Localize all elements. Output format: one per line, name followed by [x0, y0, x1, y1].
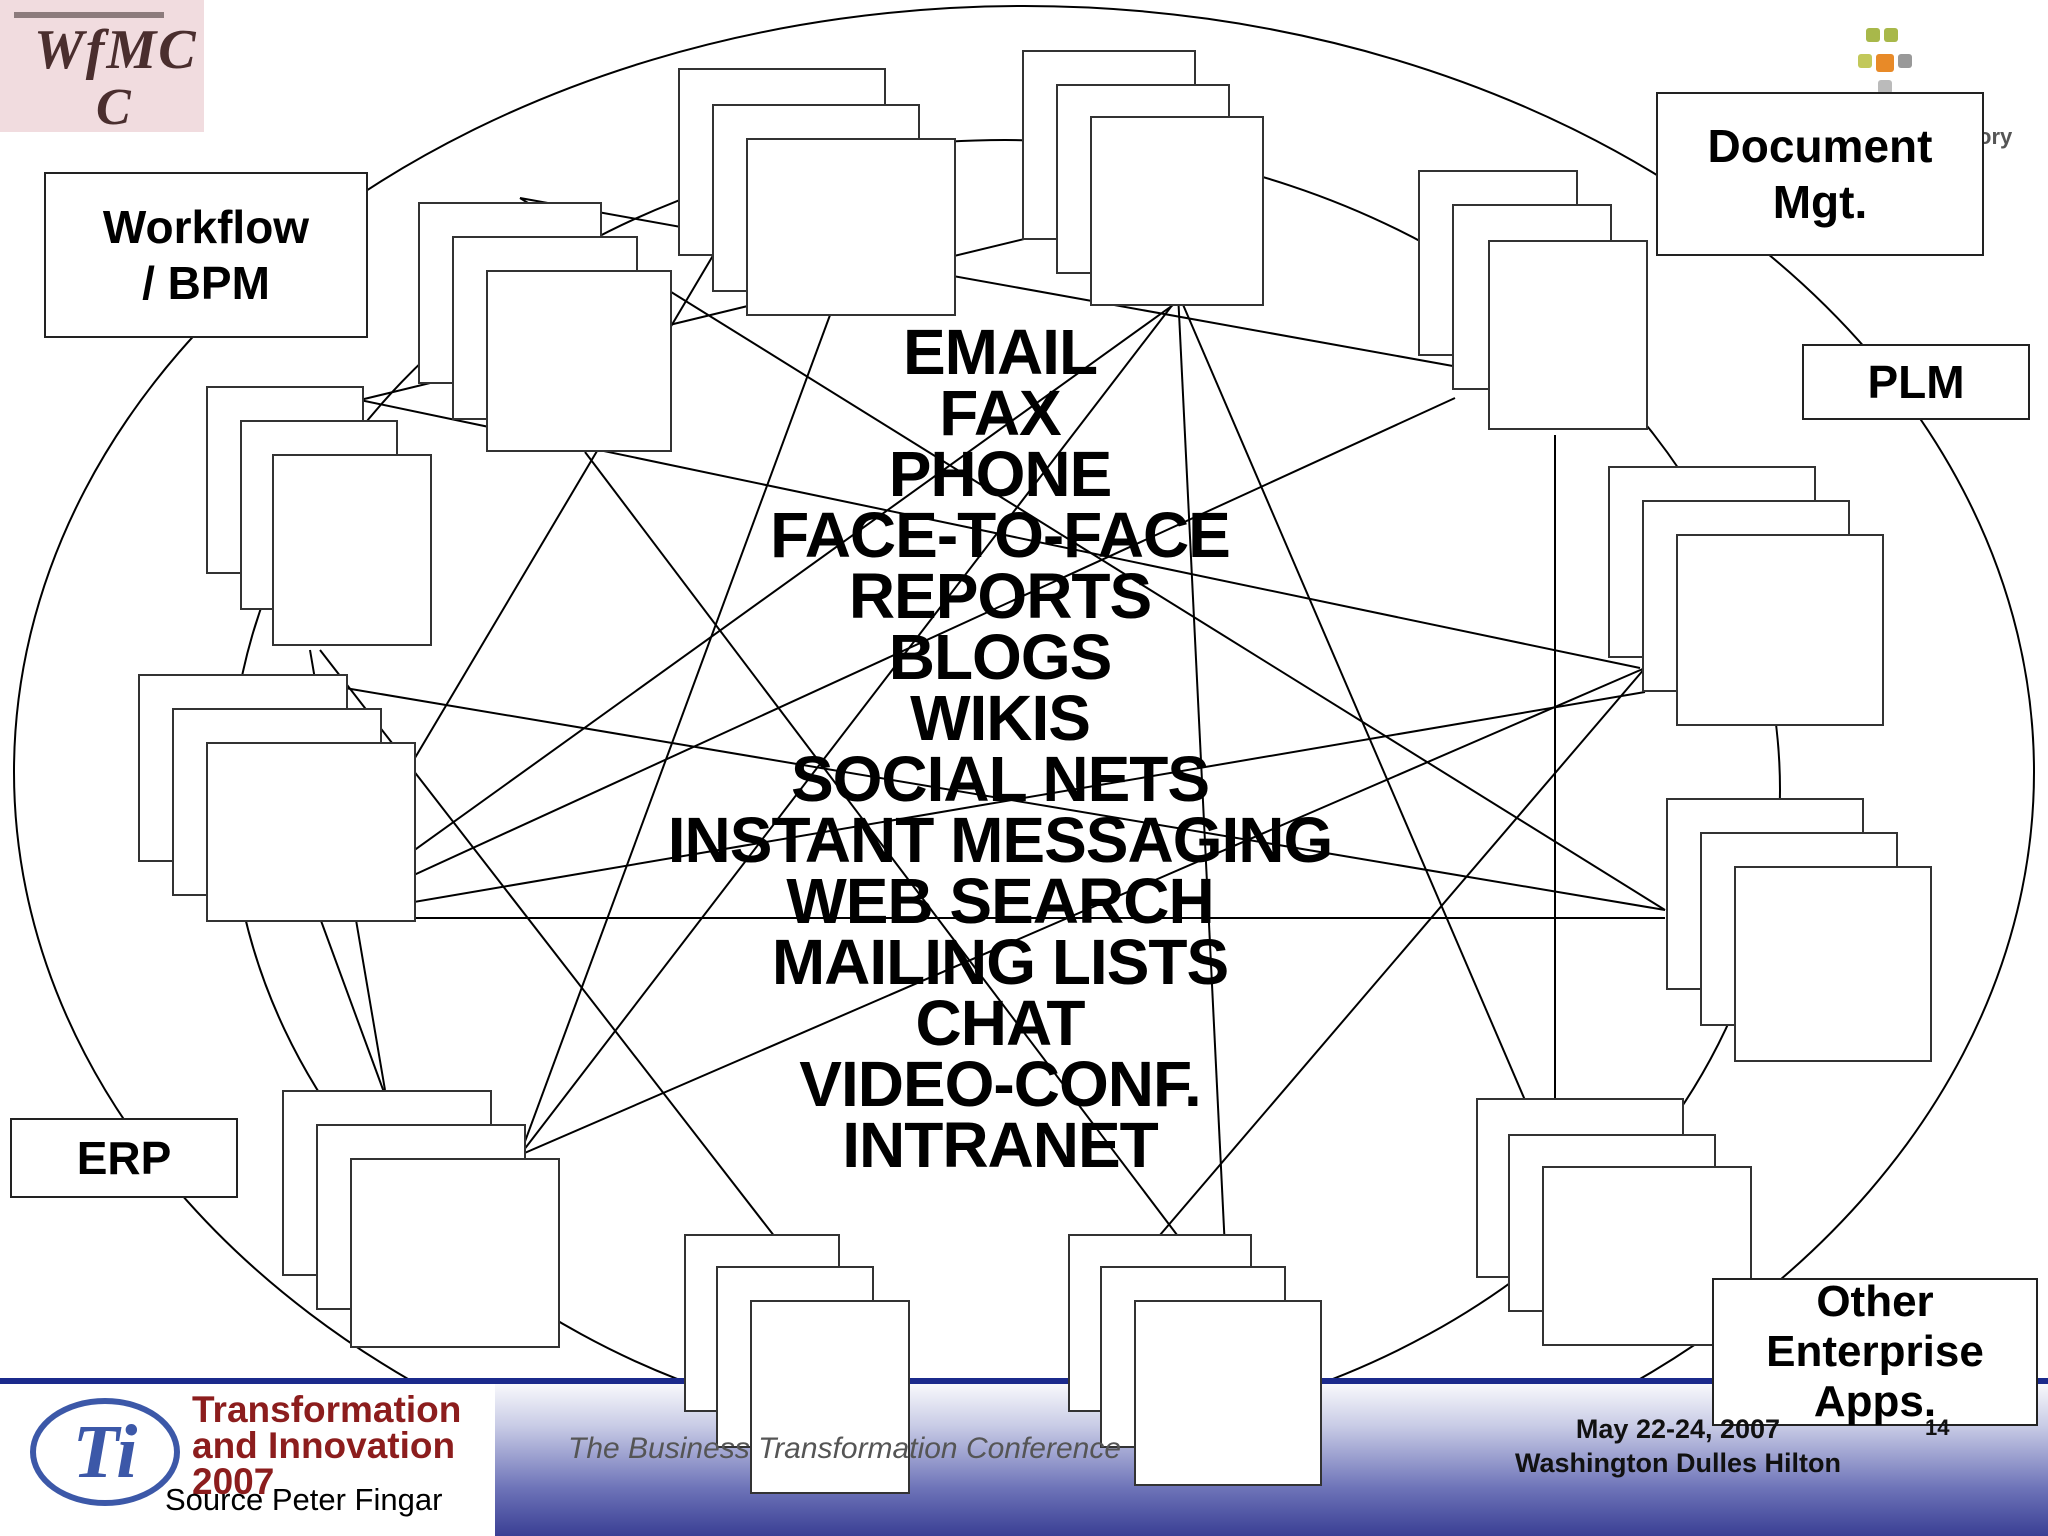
wfmc-logo: WfMC C	[0, 0, 204, 136]
ti-logo: Ti Transformation and Innovation 2007	[0, 1384, 495, 1536]
channel-item: INSTANT MESSAGING	[667, 804, 1334, 876]
channel-item: SOCIAL NETS	[790, 743, 1210, 815]
channel-item: WIKIS	[910, 682, 1091, 754]
label-plm: PLM	[1802, 344, 2030, 420]
source-credit: Source Peter Fingar	[165, 1482, 443, 1517]
logo-small-text-bar	[14, 12, 164, 18]
label-workflow-bpm: Workflow / BPM	[44, 172, 368, 338]
label-document-mgt: Document Mgt.	[1656, 92, 1984, 256]
page-number: 14	[1925, 1415, 1950, 1440]
event-venue: Washington Dulles Hilton	[1515, 1448, 1841, 1478]
channel-item: EMAIL	[902, 316, 1098, 388]
channel-item: FACE-TO-FACE	[770, 499, 1231, 571]
event-date: May 22-24, 2007	[1575, 1414, 1781, 1444]
channel-item: FAX	[939, 377, 1061, 449]
channel-item: REPORTS	[848, 560, 1152, 632]
footer-rule	[0, 1378, 2048, 1384]
channel-item: VIDEO-CONF.	[799, 1048, 1201, 1120]
conference-name: The Business Transformation Conference	[568, 1432, 1122, 1465]
channel-item: PHONE	[888, 438, 1113, 510]
ti-emblem-icon: Ti	[30, 1398, 180, 1506]
wfmc-logo-text: WfMC	[34, 19, 198, 81]
label-erp: ERP	[10, 1118, 238, 1198]
channel-item: WEB SEARCH	[786, 865, 1214, 937]
wfmc-logo-sub: C	[96, 79, 131, 136]
outer-ellipse	[13, 5, 2035, 1536]
channel-item: BLOGS	[888, 621, 1113, 693]
channel-item: INTRANET	[842, 1109, 1159, 1181]
brand-text: Transformation and Innovation 2007	[192, 1389, 462, 1502]
brand-line-1: Transformation	[192, 1389, 462, 1430]
channel-item: MAILING LISTS	[771, 926, 1229, 998]
event-date-venue: May 22-24, 2007 Washington Dulles Hilton	[1488, 1412, 1868, 1480]
channel-list: EMAIL FAX PHONE FACE-TO-FACE REPORTS BLO…	[560, 316, 1440, 1181]
brand-line-2: and Innovation	[192, 1425, 456, 1466]
label-other-enterprise-apps: Other Enterprise Apps.	[1712, 1277, 2038, 1426]
brand-line-3: 2007	[192, 1461, 275, 1502]
channel-item: CHAT	[915, 987, 1086, 1059]
